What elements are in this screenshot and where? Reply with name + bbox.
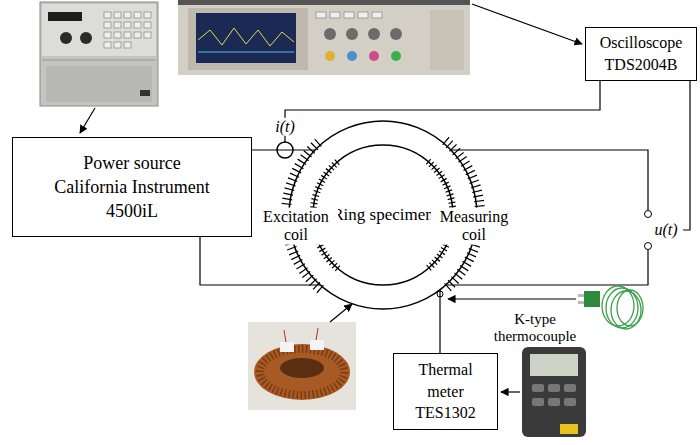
- terminal: [645, 243, 652, 250]
- pointer-arrow: [80, 108, 95, 133]
- thermal-meter-photo: [522, 347, 586, 437]
- signal-name: i(t): [273, 118, 297, 136]
- pointer-arrow: [501, 391, 520, 392]
- box-body: TES1302: [415, 402, 475, 424]
- signal-name: u(t): [652, 221, 679, 239]
- pointer-arrow: [472, 4, 582, 44]
- box-heading: Oscilloscope: [600, 32, 683, 54]
- box-heading: Thermal meter: [408, 359, 483, 402]
- part-name: K-type thermocouple: [483, 311, 587, 346]
- thermocouple-photo: [578, 286, 643, 329]
- box-body: California Instrument 4500iL: [40, 175, 225, 224]
- instrument-box: Power sourceCalifornia Instrument 4500iL: [12, 137, 252, 237]
- wire: [439, 290, 440, 353]
- instrument-box: OscilloscopeTDS2004B: [585, 27, 697, 81]
- pointer-arrow: [448, 298, 576, 299]
- coil-photo: [248, 322, 356, 410]
- box-heading: Power source: [83, 151, 180, 175]
- part-name: Measuring coil: [431, 208, 517, 245]
- part-name: Excitation coil: [254, 208, 338, 245]
- wire: [252, 149, 315, 150]
- box-heading: Ring specimen: [332, 204, 434, 227]
- power-source-photo: [40, 2, 158, 106]
- pointer-arrow: [330, 304, 352, 322]
- box-body: TDS2004B: [605, 54, 678, 76]
- oscilloscope-photo: [178, 0, 470, 75]
- instrument-box: Thermal meterTES1302: [393, 353, 498, 430]
- terminal: [645, 211, 652, 218]
